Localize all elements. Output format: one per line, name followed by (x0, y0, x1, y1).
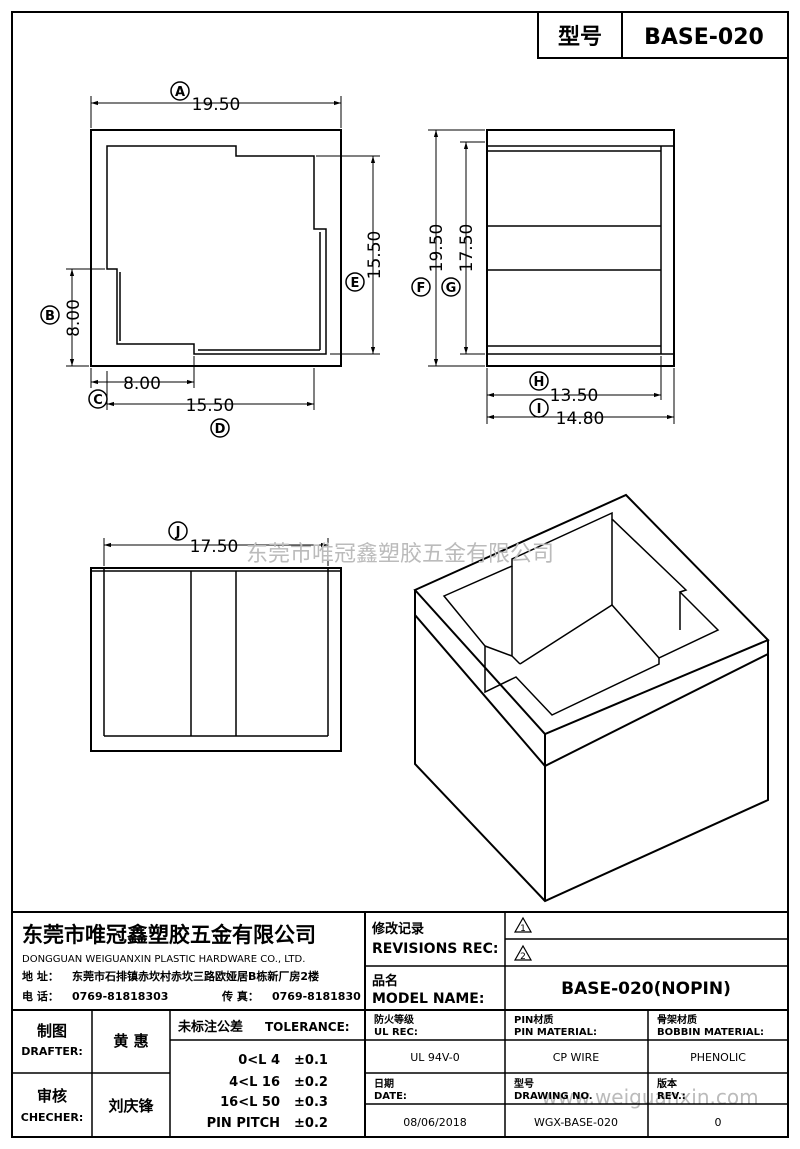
drawing-label-en: DRAWING NO. (514, 1091, 593, 1102)
tolerance-range-3: 16<L 50 (220, 1095, 280, 1110)
date-value: 08/06/2018 (403, 1116, 466, 1129)
dim-notch-width: 8.00 (123, 374, 161, 394)
company-name-en: DONGGUAN WEIGUANXIN PLASTIC HARDWARE CO.… (22, 954, 305, 965)
drawing-value: WGX-BASE-020 (534, 1116, 618, 1129)
revision-mark-2: 2 (513, 944, 533, 962)
svg-text:H: H (534, 375, 545, 390)
side-view-dims (428, 129, 675, 424)
tel-label: 电 话： (22, 989, 59, 1003)
sheet-border (11, 11, 789, 1138)
date-label-cn: 日期 (374, 1077, 394, 1090)
side-view (486, 129, 675, 367)
marker-b: B (40, 305, 60, 325)
svg-text:B: B (45, 309, 55, 324)
svg-text:E: E (351, 276, 360, 291)
marker-i: I (529, 398, 549, 418)
drawing-label-cn: 型号 (514, 1077, 534, 1090)
model-value: BASE-020 (644, 25, 764, 50)
svg-text:I: I (537, 402, 542, 417)
front-view-dims (103, 538, 329, 566)
front-view (90, 567, 342, 752)
tolerance-range-2: 4<L 16 (229, 1075, 280, 1090)
marker-f: F (411, 277, 431, 297)
model-label-cn: 品名 (372, 973, 398, 989)
model-label-en: MODEL NAME: (372, 991, 484, 1007)
tolerance-title-cn: 未标注公差 (177, 1019, 243, 1035)
dim-side-height: 19.50 (427, 224, 447, 273)
svg-text:F: F (417, 281, 426, 296)
drafter-label-cn: 制图 (37, 1022, 67, 1040)
revisions-label-cn: 修改记录 (371, 921, 424, 937)
pin-value: CP WIRE (553, 1051, 600, 1064)
svg-text:J: J (175, 525, 181, 540)
top-view (90, 129, 342, 367)
company-name-cn: 东莞市唯冠鑫塑胶五金有限公司 (22, 923, 316, 947)
model-label: 型号 (558, 25, 602, 50)
title-block (12, 911, 788, 1137)
marker-a: A (170, 81, 190, 101)
checker-label-en: CHECHER: (21, 1111, 83, 1124)
bobbin-label-en: BOBBIN MATERIAL: (657, 1027, 764, 1038)
ul-label-cn: 防火等级 (374, 1013, 415, 1026)
marker-j: J (168, 521, 188, 541)
model-name-value: BASE-020(NOPIN) (561, 979, 731, 999)
tolerance-value-3: ±0.3 (294, 1095, 328, 1110)
dim-notch-height: 8.00 (64, 299, 84, 337)
rev-value: 0 (715, 1116, 722, 1129)
watermark-center: 东莞市唯冠鑫塑胶五金有限公司 (246, 542, 554, 567)
ul-label-en: UL REC: (374, 1027, 418, 1038)
dim-front-width: 17.50 (190, 537, 239, 557)
svg-text:G: G (446, 281, 457, 296)
top-view-dims (66, 96, 380, 410)
bobbin-label-cn: 骨架材质 (657, 1013, 697, 1026)
tolerance-value-2: ±0.2 (294, 1075, 328, 1090)
dim-side-inner-height: 17.50 (457, 224, 477, 273)
bobbin-value: PHENOLIC (690, 1051, 746, 1064)
checker-name: 刘庆锋 (108, 1097, 154, 1115)
svg-text:A: A (175, 85, 185, 100)
marker-g: G (441, 277, 461, 297)
ul-value: UL 94V-0 (410, 1051, 460, 1064)
address-value: 东莞市石排镇赤坎村赤坎三路欧娅居B栋新厂房2楼 (72, 969, 319, 983)
marker-c: C (88, 389, 108, 409)
drafter-label-en: DRAFTER: (21, 1045, 83, 1058)
rev-label-en: REV.: (657, 1091, 686, 1102)
drafter-name: 黄 惠 (113, 1032, 148, 1050)
tolerance-title-en: TOLERANCE: (265, 1020, 350, 1034)
revision-mark-1: 1 (513, 916, 533, 934)
svg-text:C: C (93, 393, 103, 408)
tolerance-value-4: ±0.2 (294, 1116, 328, 1131)
tolerance-range-1: 0<L 4 (238, 1053, 280, 1068)
pin-label-en: PIN MATERIAL: (514, 1027, 597, 1038)
svg-text:1: 1 (520, 924, 526, 934)
isometric-view (413, 493, 770, 903)
header-box: 型号 BASE-020 (537, 11, 789, 59)
marker-e: E (345, 272, 365, 292)
dim-side-inner-width: 13.50 (550, 386, 599, 406)
dim-top-height: 15.50 (365, 231, 385, 280)
tolerance-range-4: PIN PITCH (207, 1116, 280, 1131)
tel-value: 0769-81818303 (72, 990, 168, 1003)
fax-label: 传 真： (221, 989, 259, 1003)
checker-label-cn: 审核 (37, 1087, 67, 1105)
pin-label-cn: PIN材质 (514, 1013, 553, 1026)
tolerance-value-1: ±0.1 (294, 1053, 328, 1068)
fax-value: 0769-8181830 (272, 990, 361, 1003)
address-label: 地 址： (22, 969, 59, 983)
dim-side-width: 14.80 (556, 409, 605, 429)
svg-text:2: 2 (520, 952, 526, 962)
watermark-bottom: www.weiguanxin.com (541, 1085, 758, 1109)
dim-inner-width: 15.50 (186, 396, 235, 416)
revisions-label-en: REVISIONS REC: (372, 941, 498, 957)
dim-top-width: 19.50 (192, 95, 241, 115)
marker-d: D (210, 418, 230, 438)
marker-h: H (529, 371, 549, 391)
rev-label-cn: 版本 (657, 1077, 678, 1090)
svg-text:D: D (215, 422, 226, 437)
date-label-en: DATE: (374, 1091, 407, 1102)
